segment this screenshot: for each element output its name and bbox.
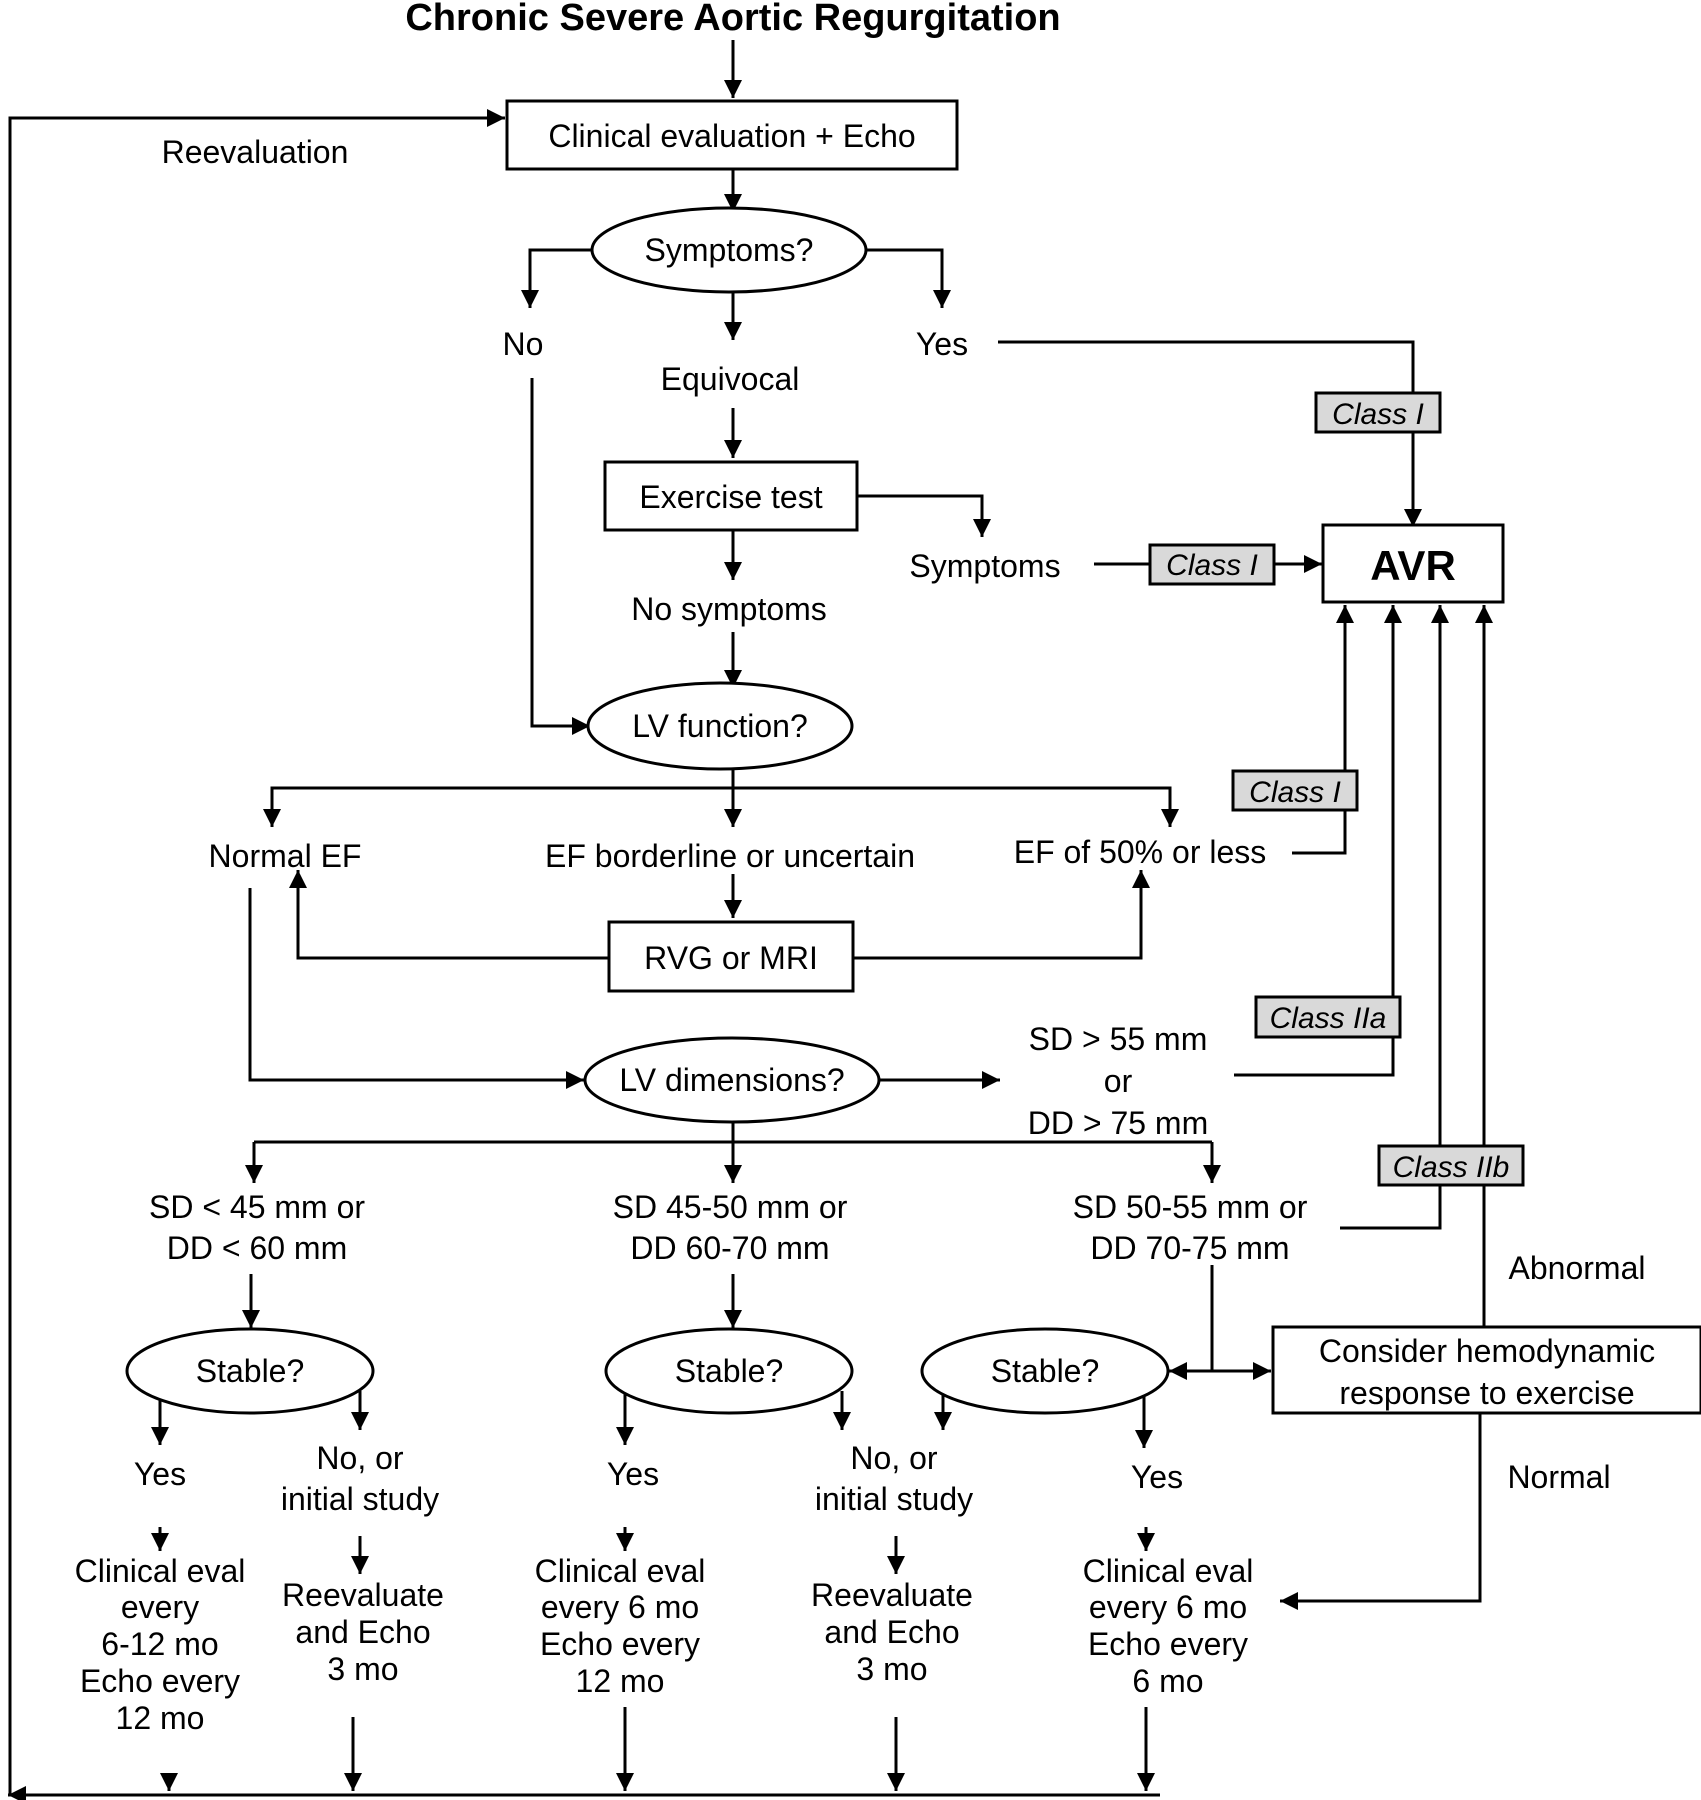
eval2-line4: 12 mo: [576, 1663, 665, 1699]
reevaluation-label: Reevaluation: [162, 134, 349, 170]
ef-borderline-label: EF borderline or uncertain: [545, 838, 915, 874]
eval3-line1: Clinical eval: [1083, 1553, 1254, 1589]
arrow-ef50-to-avr: [1292, 605, 1354, 855]
eval1-line2: every: [121, 1589, 199, 1625]
stable3-yes-label: Yes: [1131, 1459, 1183, 1495]
eval1-line5: 12 mo: [116, 1700, 205, 1736]
no-symptoms-label: No symptoms: [631, 591, 827, 627]
hemodynamic-line1: Consider hemodynamic: [1319, 1333, 1655, 1369]
sd45-line2: DD < 60 mm: [167, 1230, 347, 1266]
arrow-sd55-to-avr: [1234, 605, 1402, 1077]
abnormal-label: Abnormal: [1509, 1250, 1646, 1286]
class-i-badge-top: [1314, 391, 1442, 434]
reeval1-line1: Reevaluate: [282, 1577, 444, 1613]
stable-question-ellipse-3: [920, 1327, 1170, 1415]
class-iia-badge: [1254, 995, 1402, 1039]
eval3-line2: every 6 mo: [1089, 1589, 1247, 1625]
connectors: [8, 40, 1493, 1800]
sd4550-line2: DD 60-70 mm: [630, 1230, 829, 1266]
avr-box: [1321, 523, 1505, 604]
class-i-badge-symptoms-label: Class I: [1166, 549, 1258, 582]
ef-50-label: EF of 50% or less: [1014, 834, 1267, 870]
arrow-no-to-lvfunction: [530, 378, 590, 735]
reeval1-line2: and Echo: [295, 1614, 430, 1650]
symptoms-question-ellipse: [590, 206, 868, 294]
clinical-eval-box: [505, 99, 959, 171]
sd55-line1: SD > 55 mm: [1029, 1021, 1208, 1057]
stable-question-ellipse-2: [604, 1327, 854, 1415]
sd45-line1: SD < 45 mm or: [149, 1189, 365, 1225]
hemodynamic-line2: response to exercise: [1339, 1375, 1634, 1411]
reeval1-line3: 3 mo: [327, 1651, 398, 1687]
class-i-badge-ef: [1231, 769, 1359, 812]
reeval2-line2: and Echo: [824, 1614, 959, 1650]
arrow-rvg-to-normal: [289, 870, 608, 960]
sd5055-line2: DD 70-75 mm: [1090, 1230, 1289, 1266]
class-iib-badge-label: Class IIb: [1393, 1151, 1510, 1184]
stable2-yes-label: Yes: [607, 1456, 659, 1492]
arrow-symptoms-yes: [866, 248, 951, 308]
eval2-line1: Clinical eval: [535, 1553, 706, 1589]
equivocal-label: Equivocal: [661, 361, 800, 397]
reeval2-line1: Reevaluate: [811, 1577, 973, 1613]
sd55-line2: or: [1104, 1063, 1133, 1099]
lv-dimensions-question-label: LV dimensions?: [619, 1062, 844, 1098]
stable-question-label-1: Stable?: [196, 1353, 305, 1389]
normal-ef-label: Normal EF: [209, 838, 362, 874]
eval3-line3: Echo every: [1088, 1626, 1248, 1662]
class-i-badge-ef-label: Class I: [1249, 776, 1341, 809]
stable1-no-line1: No, or: [316, 1440, 403, 1476]
sd4550-line1: SD 45-50 mm or: [613, 1189, 848, 1225]
exercise-test-box: [603, 460, 859, 532]
symptoms-question-label: Symptoms?: [645, 232, 814, 268]
lv-dimensions-question-ellipse: [583, 1036, 881, 1124]
arrow-lvfunction-to-ef50: [733, 786, 1179, 827]
arrow-reevaluation-loop: [8, 109, 505, 1795]
eval1-line3: 6-12 mo: [101, 1626, 218, 1662]
reeval2-line3: 3 mo: [856, 1651, 927, 1687]
avr-label: AVR: [1370, 542, 1456, 589]
clinical-eval-label: Clinical evaluation + Echo: [548, 118, 915, 154]
class-i-badge-symptoms: [1148, 543, 1276, 586]
stable1-no-line2: initial study: [281, 1481, 439, 1517]
rvg-mri-label: RVG or MRI: [644, 940, 818, 976]
sd55-line3: DD > 75 mm: [1028, 1105, 1208, 1141]
stable-question-ellipse-1: [125, 1327, 375, 1415]
arrow-normal-to-lvdimensions: [248, 888, 584, 1089]
eval3-line4: 6 mo: [1132, 1663, 1203, 1699]
lv-function-question-ellipse: [586, 681, 854, 771]
rvg-mri-box: [607, 920, 855, 993]
arrow-sd50-to-avr: [1340, 605, 1449, 1230]
no-label: No: [503, 326, 544, 362]
exercise-test-label: Exercise test: [639, 479, 822, 515]
stable1-yes-label: Yes: [134, 1456, 186, 1492]
sd5055-line1: SD 50-55 mm or: [1073, 1189, 1308, 1225]
eval2-line2: every 6 mo: [541, 1589, 699, 1625]
eval1-line1: Clinical eval: [75, 1553, 246, 1589]
arrow-rvg-to-ef50: [853, 870, 1150, 960]
class-iib-badge: [1377, 1144, 1525, 1187]
exercise-symptoms-label: Symptoms: [909, 548, 1060, 584]
eval1-line4: Echo every: [80, 1663, 240, 1699]
yes-label: Yes: [916, 326, 968, 362]
stable2-no-line1: No, or: [850, 1440, 937, 1476]
eval2-line3: Echo every: [540, 1626, 700, 1662]
stable-question-label-3: Stable?: [991, 1353, 1100, 1389]
arrow-symptoms-no: [521, 248, 592, 308]
stable-question-label-2: Stable?: [675, 1353, 784, 1389]
arrow-yes-to-avr: [998, 340, 1422, 527]
diagram-title: Chronic Severe Aortic Regurgitation: [405, 0, 1060, 39]
stable2-no-line2: initial study: [815, 1481, 973, 1517]
lv-function-question-label: LV function?: [632, 708, 808, 744]
arrow-exercise-to-symptoms: [858, 494, 991, 537]
arrow-normal-to-eval: [1280, 1414, 1482, 1610]
hemodynamic-box: [1271, 1325, 1701, 1415]
class-iia-badge-label: Class IIa: [1270, 1002, 1387, 1035]
arrow-lvfunction-to-normal: [263, 786, 733, 827]
normal-label: Normal: [1507, 1459, 1610, 1495]
class-i-badge-top-label: Class I: [1332, 398, 1424, 431]
